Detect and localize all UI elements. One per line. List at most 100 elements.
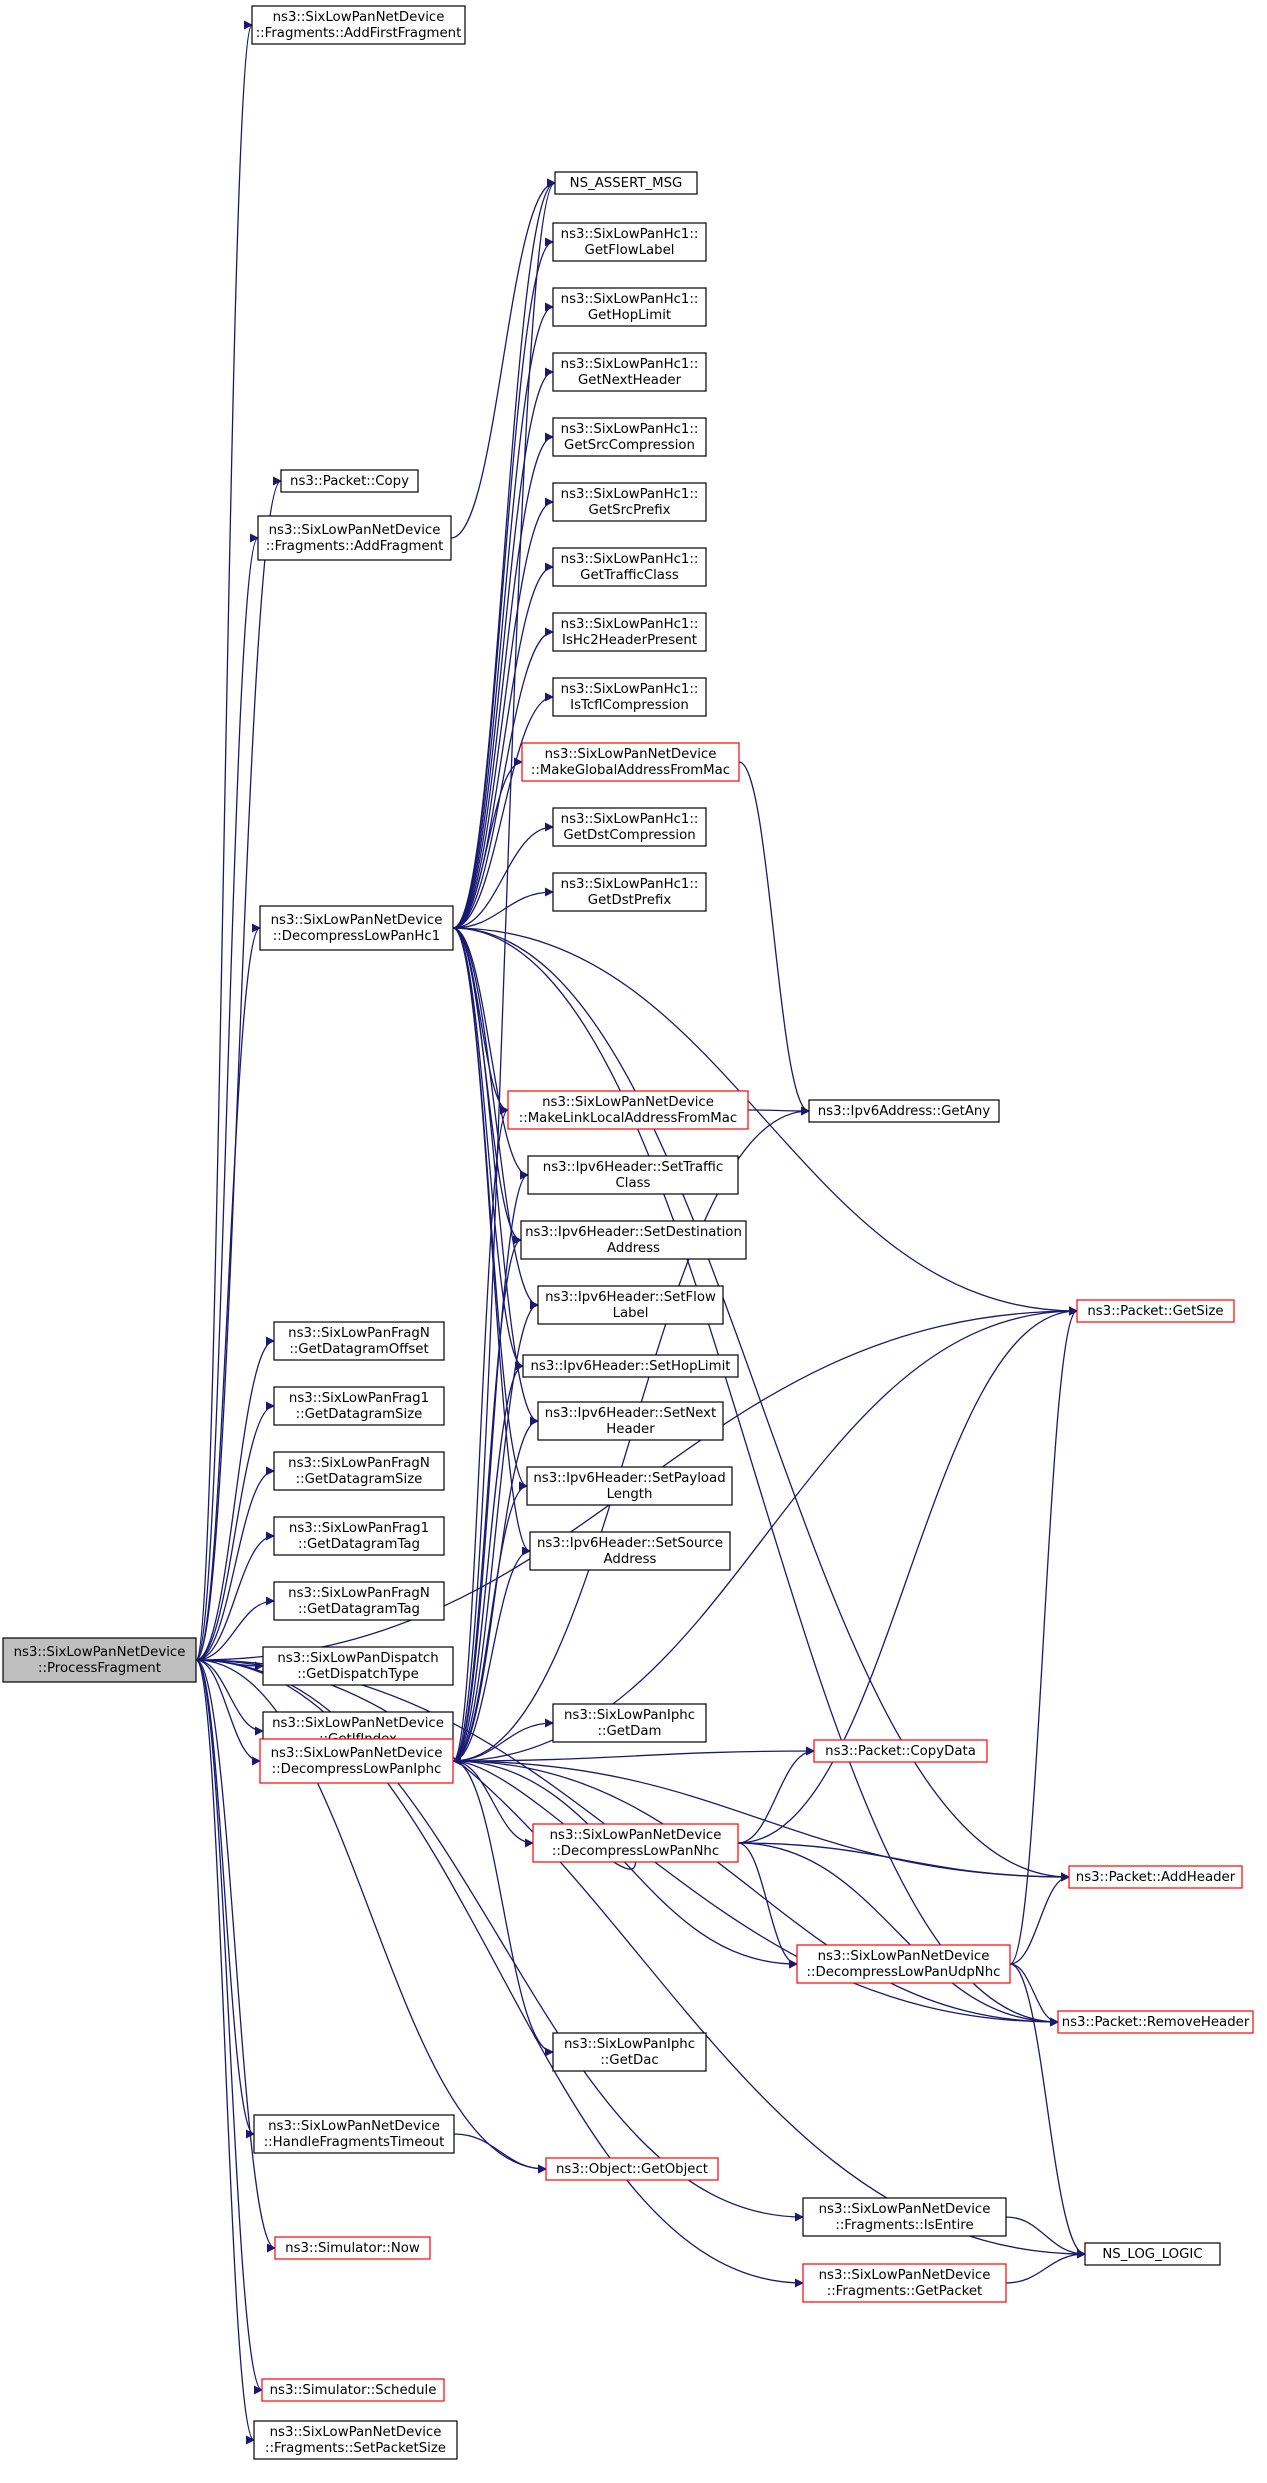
node-getNextHeader[interactable]: ns3::SixLowPanHc1::GetNextHeader — [552, 352, 707, 392]
node-label-line: ns3::Packet::GetSize — [1087, 1304, 1223, 1319]
node-label-line: ns3::SixLowPanHc1:: — [561, 682, 699, 697]
edge-decompHc1-to-getSrcCompression — [452, 432, 554, 929]
node-logLogic[interactable]: NS_LOG_LOGIC — [1084, 2242, 1221, 2266]
node-label-line: IsTcflCompression — [570, 698, 689, 713]
node-frag1Size[interactable]: ns3::SixLowPanFrag1::GetDatagramSize — [273, 1386, 445, 1426]
node-label-line: ns3::Packet::AddHeader — [1076, 1870, 1236, 1885]
nodes-layer: ns3::SixLowPanNetDevice::ProcessFragment… — [2, 5, 1254, 2460]
node-root[interactable]: ns3::SixLowPanNetDevice::ProcessFragment — [2, 1637, 197, 1683]
node-getDac[interactable]: ns3::SixLowPanIphc::GetDac — [552, 2032, 707, 2072]
node-fragNOffset[interactable]: ns3::SixLowPanFragN::GetDatagramOffset — [273, 1321, 445, 1361]
edge-root-to-schedule — [195, 1659, 263, 2395]
edge-decompHc1-to-getSrcPrefix — [452, 497, 554, 929]
node-label-line: Address — [607, 1241, 660, 1256]
node-label-line: ns3::SixLowPanNetDevice — [273, 10, 445, 25]
node-label-line: ns3::Ipv6Header::SetNext — [545, 1406, 716, 1421]
node-box — [537, 1401, 724, 1441]
node-decompNhc[interactable]: ns3::SixLowPanNetDevice::DecompressLowPa… — [532, 1823, 739, 1863]
edge-root-to-fragNSize — [195, 1466, 275, 1661]
node-getObject[interactable]: ns3::Object::GetObject — [545, 2157, 719, 2181]
node-now[interactable]: ns3::Simulator::Now — [274, 2236, 431, 2260]
node-label-line: GetFlowLabel — [585, 243, 675, 258]
node-addFirstFragment[interactable]: ns3::SixLowPanNetDevice::Fragments::AddF… — [251, 5, 466, 45]
node-copyData[interactable]: ns3::Packet::CopyData — [813, 1739, 988, 1763]
node-getSrcPrefix[interactable]: ns3::SixLowPanHc1::GetSrcPrefix — [552, 482, 707, 522]
node-label-line: ::DecompressLowPanNhc — [552, 1844, 719, 1859]
edge-decompUdp-to-addHeader — [1009, 1872, 1070, 1965]
node-decompIphc[interactable]: ns3::SixLowPanNetDevice::DecompressLowPa… — [259, 1738, 454, 1784]
node-label-line: ns3::SixLowPanNetDevice — [268, 2119, 440, 2134]
node-setPacketSize[interactable]: ns3::SixLowPanNetDevice::Fragments::SetP… — [253, 2420, 458, 2460]
node-label-line: ns3::Packet::RemoveHeader — [1062, 2015, 1250, 2030]
node-label-line: ::Fragments::AddFragment — [266, 539, 444, 554]
node-setHopLimit[interactable]: ns3::Ipv6Header::SetHopLimit — [522, 1354, 739, 1378]
node-label-line: ns3::SixLowPanNetDevice — [545, 747, 717, 762]
node-makeLinkLocal[interactable]: ns3::SixLowPanNetDevice::MakeLinkLocalAd… — [507, 1090, 749, 1130]
node-label-line: ns3::SixLowPanNetDevice — [818, 1949, 990, 1964]
node-getPacket[interactable]: ns3::SixLowPanNetDevice::Fragments::GetP… — [802, 2263, 1007, 2303]
node-isTcfl[interactable]: ns3::SixLowPanHc1::IsTcflCompression — [552, 677, 707, 717]
node-addFragment[interactable]: ns3::SixLowPanNetDevice::Fragments::AddF… — [257, 515, 452, 561]
node-label-line: ns3::Object::GetObject — [556, 2162, 708, 2177]
edge-decompUdp-to-logLogic — [1009, 1963, 1086, 2259]
node-label-line: GetSrcCompression — [564, 438, 695, 453]
edge-handleTimeout-to-getObject — [453, 2133, 547, 2174]
node-nsAssert[interactable]: NS_ASSERT_MSG — [554, 171, 698, 195]
node-fragNSize[interactable]: ns3::SixLowPanFragN::GetDatagramSize — [273, 1451, 445, 1491]
node-label-line: Length — [607, 1487, 653, 1502]
node-getHopLimit[interactable]: ns3::SixLowPanHc1::GetHopLimit — [552, 287, 707, 327]
edge-root-to-now — [195, 1659, 276, 2253]
node-getAny[interactable]: ns3::Ipv6Address::GetAny — [808, 1099, 1000, 1123]
node-packetCopy[interactable]: ns3::Packet::Copy — [280, 469, 419, 493]
node-getFlowLabel[interactable]: ns3::SixLowPanHc1::GetFlowLabel — [552, 222, 707, 262]
node-label-line: ::DecompressLowPanHc1 — [273, 929, 440, 944]
node-schedule[interactable]: ns3::Simulator::Schedule — [261, 2378, 445, 2402]
node-getDam[interactable]: ns3::SixLowPanIphc::GetDam — [552, 1703, 707, 1743]
node-getDstPrefix[interactable]: ns3::SixLowPanHc1::GetDstPrefix — [552, 872, 707, 912]
node-dispatchType[interactable]: ns3::SixLowPanDispatch::GetDispatchType — [262, 1646, 454, 1686]
node-removeHeader[interactable]: ns3::Packet::RemoveHeader — [1057, 2010, 1254, 2034]
node-label-line: GetDstCompression — [563, 828, 695, 843]
node-label-line: ::GetDam — [598, 1724, 662, 1739]
node-box — [552, 807, 707, 847]
edge-decompIphc-to-removeHeader — [452, 1760, 1059, 2027]
node-handleTimeout[interactable]: ns3::SixLowPanNetDevice::HandleFragments… — [253, 2114, 455, 2154]
node-label-line: GetTrafficClass — [580, 568, 679, 583]
node-addHeader[interactable]: ns3::Packet::AddHeader — [1068, 1865, 1243, 1889]
node-makeGlobal[interactable]: ns3::SixLowPanNetDevice::MakeGlobalAddre… — [521, 742, 740, 782]
node-isHc2[interactable]: ns3::SixLowPanHc1::IsHc2HeaderPresent — [552, 612, 707, 652]
edge-decompHc1-to-setFlow — [452, 927, 539, 1310]
node-label-line: ns3::SixLowPanIphc — [564, 2037, 695, 2052]
edge-decompHc1-to-setPayload — [452, 927, 528, 1491]
node-getSize[interactable]: ns3::Packet::GetSize — [1076, 1299, 1235, 1323]
node-label-line: ns3::SixLowPanHc1:: — [561, 422, 699, 437]
node-decompHc1[interactable]: ns3::SixLowPanNetDevice::DecompressLowPa… — [259, 905, 454, 951]
node-fragNTag[interactable]: ns3::SixLowPanFragN::GetDatagramTag — [273, 1581, 445, 1621]
edge-decompUdp-to-getSize — [1009, 1306, 1078, 1965]
node-getSrcCompression[interactable]: ns3::SixLowPanHc1::GetSrcCompression — [552, 417, 707, 457]
node-isEntire[interactable]: ns3::SixLowPanNetDevice::Fragments::IsEn… — [802, 2197, 1007, 2237]
node-label-line: IsHc2HeaderPresent — [562, 633, 697, 648]
node-box — [273, 1386, 445, 1426]
node-label-line: ns3::SixLowPanFrag1 — [289, 1521, 429, 1536]
node-frag1Tag[interactable]: ns3::SixLowPanFrag1::GetDatagramTag — [273, 1516, 445, 1556]
node-getDstCompression[interactable]: ns3::SixLowPanHc1::GetDstCompression — [552, 807, 707, 847]
node-box — [554, 171, 698, 195]
node-getTrafficClass[interactable]: ns3::SixLowPanHc1::GetTrafficClass — [552, 547, 707, 587]
node-label-line: ns3::SixLowPanFragN — [288, 1326, 430, 1341]
node-box — [259, 1738, 454, 1784]
node-decompUdp[interactable]: ns3::SixLowPanNetDevice::DecompressLowPa… — [796, 1944, 1011, 1984]
node-label-line: ::Fragments::SetPacketSize — [265, 2441, 446, 2456]
node-box — [1068, 1865, 1243, 1889]
node-label-line: ns3::SixLowPanNetDevice — [271, 913, 443, 928]
node-box — [253, 2420, 458, 2460]
node-box — [1076, 1299, 1235, 1323]
edge-root-to-frag1Size — [195, 1401, 275, 1661]
